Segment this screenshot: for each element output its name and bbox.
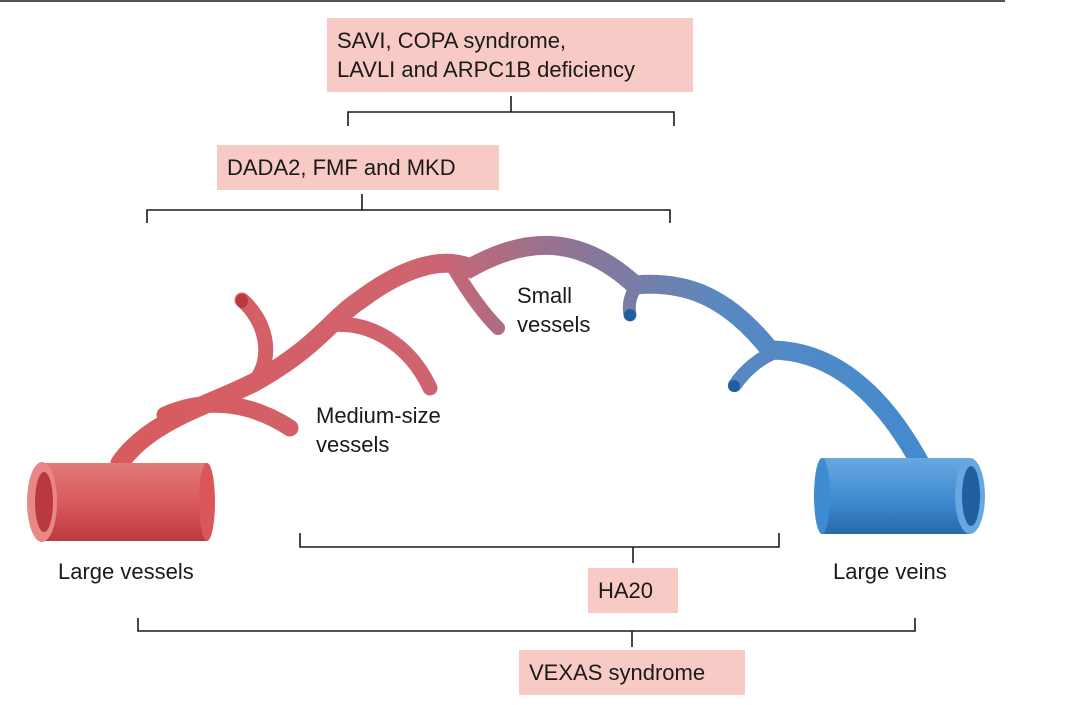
group-vexas-label: VEXAS syndrome <box>529 660 706 685</box>
large-artery-cylinder <box>27 462 215 542</box>
label-small-line1: Small <box>517 283 573 308</box>
group-vexas-box: VEXAS syndrome <box>519 650 745 695</box>
group-ha20-label: HA20 <box>598 578 654 603</box>
artery-opening-top <box>236 294 248 308</box>
bracket-vexas <box>137 618 916 647</box>
group-savi-box: SAVI, COPA syndrome, LAVLI and ARPC1B de… <box>327 18 693 92</box>
vessel-arch <box>110 235 930 473</box>
bracket-ha20 <box>299 533 780 563</box>
vein-opening-branch <box>728 380 740 392</box>
bracket-savi <box>347 96 675 126</box>
label-medium-line2: vessels <box>316 432 390 457</box>
label-small-line2: vessels <box>517 312 591 337</box>
group-savi-line2: LAVLI and ARPC1B deficiency <box>337 57 635 82</box>
label-medium-line1: Medium-size <box>316 403 441 428</box>
group-dada2-label: DADA2, FMF and MKD <box>227 155 456 180</box>
bracket-dada2 <box>146 194 671 223</box>
label-large-veins: Large veins <box>833 559 947 584</box>
group-savi-line1: SAVI, COPA syndrome, <box>337 28 567 53</box>
label-small-vessels: Small vessels <box>517 281 590 339</box>
vein-opening-small <box>624 309 636 321</box>
group-dada2-box: DADA2, FMF and MKD <box>217 145 499 190</box>
label-large-vessels: Large vessels <box>58 559 194 584</box>
label-medium-size-vessels: Medium-size vessels <box>316 401 441 459</box>
large-vein-cylinder <box>814 458 985 534</box>
group-ha20-box: HA20 <box>588 568 678 613</box>
